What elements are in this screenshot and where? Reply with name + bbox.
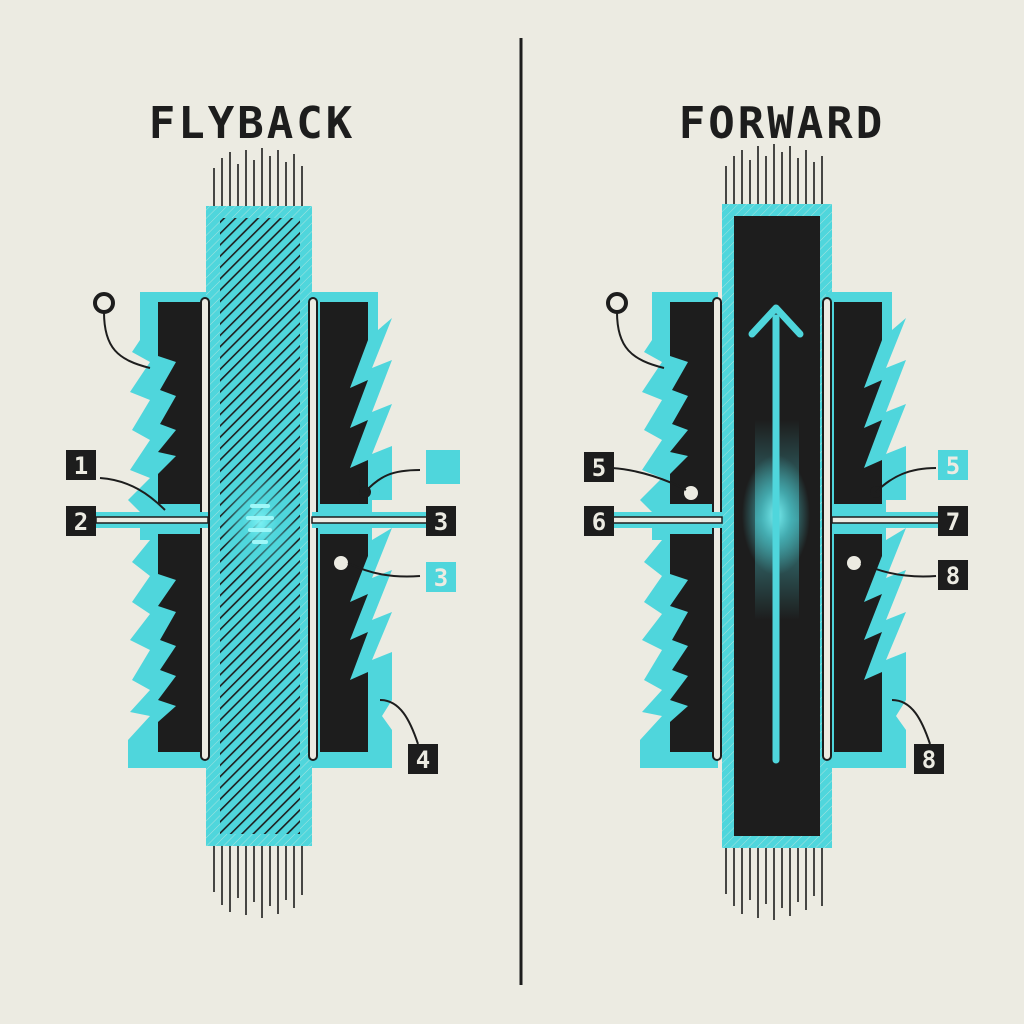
flyback-left-winding <box>128 292 210 768</box>
forward-title: FORWARD <box>679 98 885 149</box>
flyback-dot-3 <box>334 556 348 570</box>
forward-field-lines-top <box>725 144 823 208</box>
forward-dot-5 <box>684 486 698 500</box>
open-circle-terminal <box>93 292 151 369</box>
svg-text:2: 2 <box>74 508 88 536</box>
flyback-label-3: 3 <box>426 506 456 536</box>
flyback-label-4: 4 <box>408 744 438 774</box>
flyback-glow <box>220 467 300 577</box>
dashed-glow-icon <box>246 504 274 544</box>
flyback-label-1: 1 <box>66 450 96 480</box>
open-circle-terminal <box>606 292 665 369</box>
flyback-label-3b: 3 <box>426 562 456 592</box>
forward-label-5b: 5 <box>938 450 968 480</box>
forward-label-6: 6 <box>584 506 614 536</box>
svg-text:1: 1 <box>74 452 88 480</box>
svg-text:6: 6 <box>592 508 606 536</box>
solid-square-icon <box>426 450 460 484</box>
forward-left-winding <box>640 292 722 768</box>
svg-text:8: 8 <box>922 746 936 774</box>
flyback-right-winding <box>308 292 392 768</box>
forward-label-5: 5 <box>584 452 614 482</box>
svg-text:3: 3 <box>434 564 448 592</box>
flyback-title: FLYBACK <box>149 98 355 149</box>
forward-label-8: 8 <box>938 560 968 590</box>
flyback-panel: FLYBACK <box>66 98 460 918</box>
forward-label-8b: 8 <box>914 744 944 774</box>
flyback-field-lines-top <box>213 148 303 208</box>
svg-text:8: 8 <box>946 562 960 590</box>
svg-text:7: 7 <box>946 508 960 536</box>
svg-text:5: 5 <box>592 454 606 482</box>
forward-label-7: 7 <box>938 506 968 536</box>
flyback-label-2: 2 <box>66 506 96 536</box>
svg-text:5: 5 <box>946 452 960 480</box>
up-arrow-icon <box>748 304 804 764</box>
svg-text:4: 4 <box>416 746 430 774</box>
forward-dot-8 <box>847 556 861 570</box>
forward-field-lines-bottom <box>725 842 823 920</box>
forward-panel: FORWARD <box>584 98 968 920</box>
svg-text:3: 3 <box>434 508 448 536</box>
flyback-field-lines-bottom <box>213 842 303 918</box>
forward-right-winding <box>822 292 906 768</box>
